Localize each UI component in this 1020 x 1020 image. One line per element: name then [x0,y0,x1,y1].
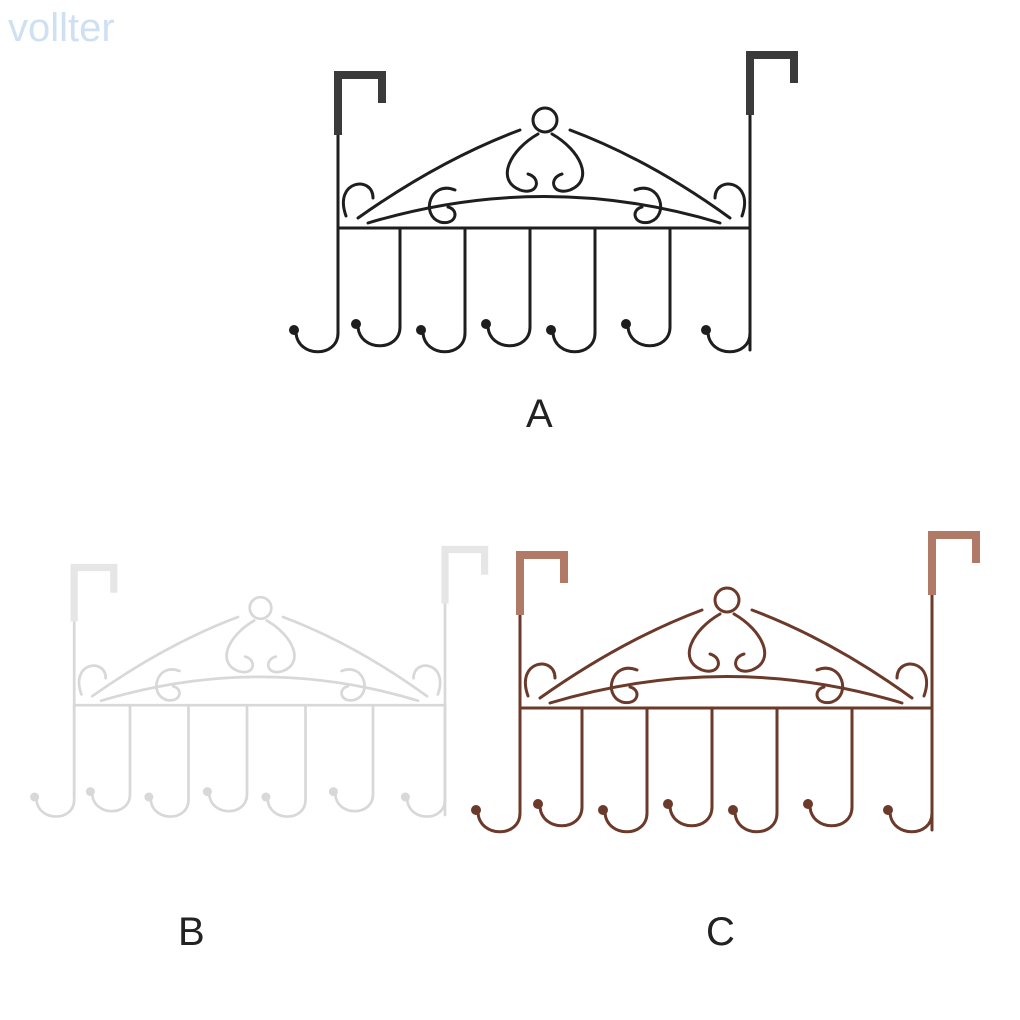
rack-b-image [22,545,499,860]
arch-inner [548,675,904,705]
hook-2 [356,226,402,348]
hook-tip-ball [30,792,40,802]
variant-c-label: C [706,910,735,954]
door-bracket [441,545,489,604]
door-bracket [70,563,118,622]
hook-3 [421,226,467,354]
scroll-right [340,668,366,702]
hook-tip-ball [663,799,673,809]
hook-tip-ball [328,787,338,797]
hook-3 [603,706,649,834]
arch-inner [99,675,420,703]
scroll-far-left [77,664,108,696]
scroll-left [609,666,639,705]
hook-5 [551,226,597,354]
hook-1 [35,703,76,818]
arch-right [568,128,732,220]
scroll-center-right [265,619,296,674]
hook-1 [294,226,340,354]
scroll-far-left [342,182,375,218]
hook-tip-ball [546,325,556,335]
arch-right [281,615,429,698]
variant-a-label: A [526,392,553,436]
variant-b-label: B [178,910,205,954]
hook-7 [888,706,934,834]
hook-rack-drawing [471,531,980,834]
door-bracket [928,531,980,595]
hook-rack-drawing [30,545,489,818]
hook-tip-ball [701,325,711,335]
hook-4 [668,706,714,828]
arch-right [750,608,914,700]
hook-7 [405,703,447,818]
crown-ring [248,595,273,621]
hook-1 [476,706,522,834]
hook-6 [808,706,854,828]
hook-4 [207,703,249,813]
scroll-left [155,668,181,702]
scroll-left [427,186,457,225]
scroll-center-left [505,132,540,193]
hook-tip-ball [533,799,543,809]
hook-5 [733,706,779,834]
scroll-right [633,186,663,225]
hook-tip-ball [351,319,361,329]
hook-tip-ball [728,805,738,815]
hook-6 [333,703,375,813]
door-bracket [334,71,386,135]
hook-tip-ball [289,325,299,335]
hook-tip-ball [202,787,212,797]
door-bracket [516,551,568,615]
hook-tip-ball [471,805,481,815]
hook-tip-ball [803,799,813,809]
hook-tip-ball [144,792,154,802]
rack-c-image [462,530,992,880]
hook-tip-ball [598,805,608,815]
hook-4 [486,226,532,348]
hook-tip-ball [883,805,893,815]
arch-left [356,128,522,220]
hook-rack-drawing [289,51,798,354]
arch-left [538,608,704,700]
scroll-far-right [895,662,928,698]
scroll-center-right [550,132,585,193]
hook-tip-ball [621,319,631,329]
scroll-right [815,666,845,705]
crown-ring [531,106,559,134]
hook-tip-ball [416,325,426,335]
hook-6 [626,226,672,348]
door-bracket [746,51,798,115]
scroll-center-right [732,612,767,673]
crown-ring [713,586,741,614]
scroll-center-left [225,619,256,674]
hook-3 [149,703,190,818]
arch-left [90,615,240,698]
scroll-far-right [412,664,442,696]
hook-tip-ball [85,787,95,797]
scroll-far-right [713,182,746,218]
scroll-center-left [687,612,722,673]
scroll-far-left [524,662,557,698]
hook-tip-ball [261,792,271,802]
hook-5 [266,703,307,818]
arch-inner [366,195,722,225]
watermark-logo: vollter [8,6,115,50]
hook-tip-ball [481,319,491,329]
rack-a-image [280,50,810,400]
hook-2 [538,706,584,828]
hook-7 [706,226,752,354]
hook-2 [90,703,132,813]
hook-tip-ball [400,792,410,802]
